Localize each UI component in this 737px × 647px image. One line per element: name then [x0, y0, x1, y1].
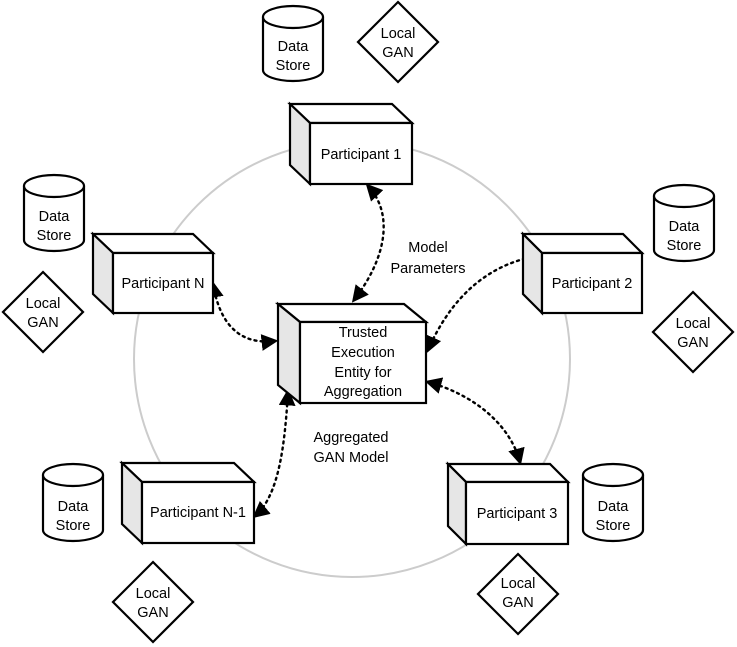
center-label-line-2: Execution [331, 345, 395, 361]
participant-label-p3: Participant 3 [477, 506, 558, 522]
aggregated-model-label-line-1: Aggregated [314, 430, 389, 446]
participant-box-p2: Participant 2 [520, 231, 645, 316]
data-store-label-line-1: Data [598, 499, 630, 515]
center-label-line-3: Entity for [334, 365, 391, 381]
local-gan-label-line-1: Local [676, 316, 711, 332]
local-gan-label-line-2: GAN [27, 315, 58, 331]
participant-label-p1: Participant 1 [321, 147, 402, 163]
data-store-label-line-1: Data [278, 39, 310, 55]
local-gan-p3: Local GAN [476, 552, 560, 636]
local-gan-label-line-2: GAN [677, 335, 708, 351]
local-gan-label-line-2: GAN [137, 605, 168, 621]
local-gan-label-line-1: Local [381, 26, 416, 42]
data-store-label-line-2: Store [56, 518, 91, 534]
data-store-label-line-1: Data [39, 209, 71, 225]
local-gan-pn1: Local GAN [111, 560, 195, 644]
participant-box-p3: Participant 3 [445, 461, 571, 547]
local-gan-label-line-2: GAN [502, 595, 533, 611]
participant-box-pn1: Participant N-1 [119, 460, 257, 546]
local-gan-label-line-1: Local [26, 296, 61, 312]
link-pn1 [252, 388, 296, 519]
data-store-label-line-2: Store [276, 58, 311, 74]
local-gan-p1: Local GAN [356, 0, 440, 84]
center-label-line-4: Aggregation [324, 384, 402, 400]
model-parameters-annotation: Model Parameters [391, 240, 466, 277]
model-parameters-label-line-1: Model [408, 240, 448, 256]
participant-label-pn: Participant N [121, 276, 204, 292]
link-p2 [425, 250, 541, 354]
center-label-line-1: Trusted [339, 325, 388, 341]
local-gan-p2: Local GAN [651, 290, 735, 374]
link-pn [206, 280, 279, 351]
data-store-label-line-1: Data [669, 219, 701, 235]
participant-label-p2: Participant 2 [552, 276, 633, 292]
data-store-pn: Data Store [22, 173, 86, 253]
participant-box-p1: Participant 1 [287, 101, 415, 187]
data-store-pn1: Data Store [41, 462, 105, 543]
trusted-execution-entity: Trusted Execution Entity for Aggregation [274, 301, 430, 406]
links [206, 183, 541, 519]
data-store-label-line-2: Store [596, 518, 631, 534]
aggregated-model-annotation: Aggregated GAN Model [314, 430, 389, 466]
data-store-p3: Data Store [581, 462, 645, 543]
link-p3 [424, 377, 525, 466]
data-store-label-line-2: Store [667, 238, 702, 254]
local-gan-pn: Local GAN [1, 270, 85, 354]
link-p1 [351, 183, 385, 303]
data-store-p2: Data Store [652, 183, 716, 263]
data-store-label-line-2: Store [37, 228, 72, 244]
local-gan-label-line-1: Local [501, 576, 536, 592]
data-store-p1: Data Store [261, 4, 325, 83]
participant-box-pn: Participant N [90, 231, 216, 316]
participant-label-pn1: Participant N-1 [150, 505, 246, 521]
data-store-label-line-1: Data [58, 499, 90, 515]
local-gan-label-line-1: Local [136, 586, 171, 602]
aggregated-model-label-line-2: GAN Model [314, 450, 389, 466]
local-gan-label-line-2: GAN [382, 45, 413, 61]
model-parameters-label-line-2: Parameters [391, 261, 466, 277]
